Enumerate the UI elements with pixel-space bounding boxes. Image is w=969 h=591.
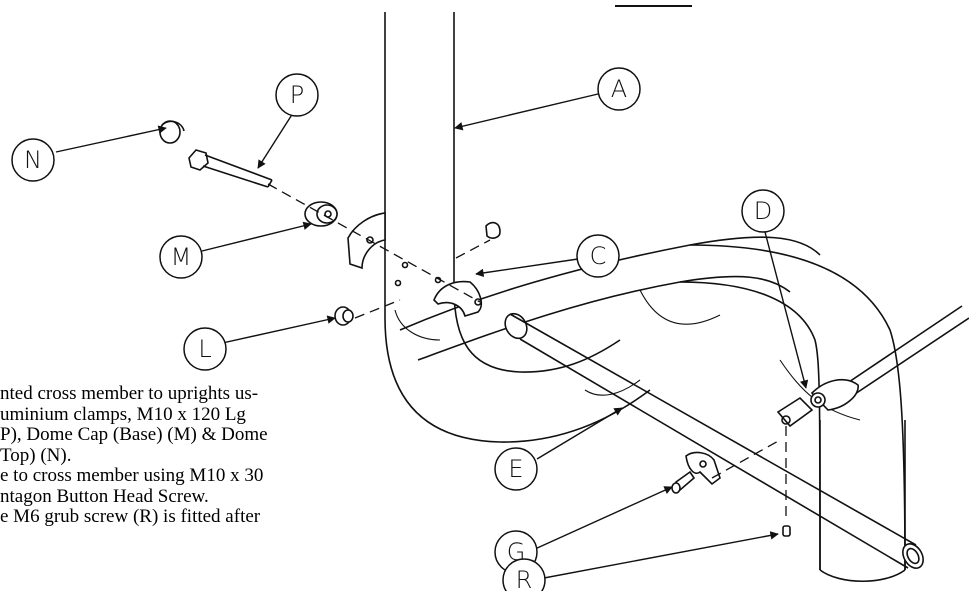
svg-text:E: E <box>508 455 523 483</box>
grub-screw-r <box>782 525 791 537</box>
svg-text:N: N <box>24 146 42 174</box>
bolt-m10x120 <box>188 149 273 188</box>
alignment-lines <box>267 183 787 520</box>
callout-m: M <box>159 235 203 279</box>
leader-lines <box>55 93 809 579</box>
dome-cap-base <box>304 201 338 227</box>
callout-c: C <box>576 234 620 278</box>
svg-text:R: R <box>516 566 533 591</box>
svg-text:L: L <box>198 335 211 363</box>
instruction-line: Top) (N). <box>0 444 72 466</box>
tie-rod <box>776 305 969 428</box>
svg-text:C: C <box>590 242 607 270</box>
instruction-line: uminium clamps, M10 x 120 Lg <box>0 403 246 425</box>
assembly-instructions: nted cross member to uprights us- uminiu… <box>0 383 400 528</box>
cross-member <box>504 312 924 569</box>
svg-text:M: M <box>171 243 192 271</box>
bracket-g <box>671 451 721 494</box>
instruction-line: e M6 grub screw (R) is fitted after <box>0 506 261 527</box>
instruction-line: ntagon Button Head Screw. <box>0 485 209 507</box>
callout-p: P <box>275 73 319 117</box>
aluminium-clamp <box>347 212 501 318</box>
callout-l: L <box>183 327 227 371</box>
svg-text:P: P <box>290 81 304 109</box>
svg-text:D: D <box>754 197 772 225</box>
instruction-line: e to cross member using M10 x 30 <box>0 465 264 486</box>
instruction-line: nted cross member to uprights us- <box>0 383 259 404</box>
instruction-line: P), Dome Cap (Base) (M) & Dome <box>0 424 268 445</box>
svg-text:A: A <box>611 75 627 103</box>
callout-a: A <box>597 67 641 111</box>
dome-cap-top <box>159 120 185 144</box>
callout-e: E <box>494 447 538 491</box>
callout-d: D <box>741 189 785 233</box>
callout-r: R <box>502 558 546 591</box>
button-head-screw-l <box>334 306 354 326</box>
callout-n: N <box>11 138 55 182</box>
